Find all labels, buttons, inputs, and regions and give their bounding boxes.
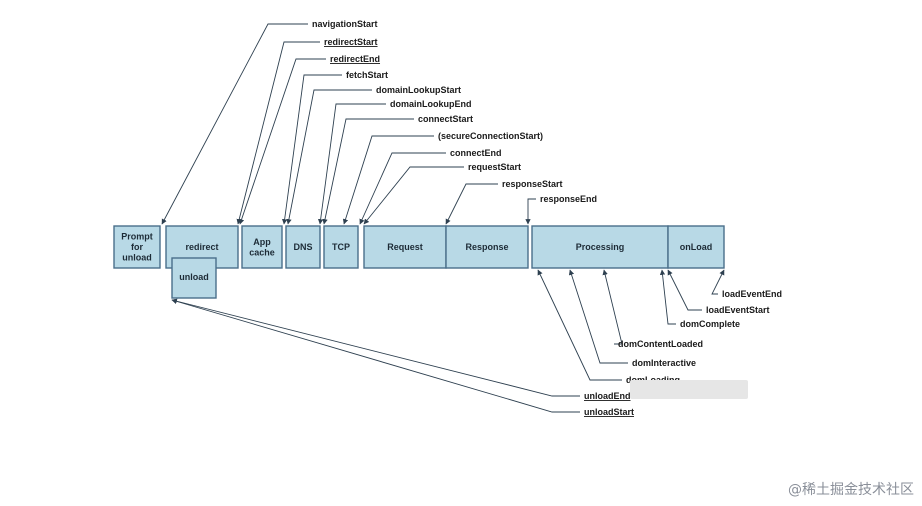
arrow-top_events-6 — [322, 118, 414, 225]
event-label: unloadEnd — [584, 391, 631, 401]
box-request-shape — [363, 225, 447, 269]
event-label: loadEventStart — [706, 305, 770, 315]
box-processing-label: Processing — [576, 242, 625, 252]
arrow-bottom_events-2 — [659, 269, 676, 325]
arrow-bottom_events-7 — [171, 298, 580, 413]
arrow-top_events-10 — [445, 183, 498, 225]
arrow-top_events-3 — [281, 74, 342, 225]
box-prompt-for-unload-shape — [113, 225, 161, 269]
arrow-bottom_events-5 — [537, 269, 622, 381]
arrow-top_events-2 — [239, 58, 326, 225]
arrow-top_events-11 — [525, 198, 536, 225]
box-dns: DNS — [285, 225, 321, 269]
event-label: domContentLoaded — [618, 339, 703, 349]
arrow-top_events-1 — [236, 41, 320, 225]
box-prompt-for-unload-label: unload — [122, 253, 152, 263]
box-prompt-for-unload-label: for — [131, 242, 143, 252]
event-label: domainLookupStart — [376, 85, 461, 95]
box-dns-shape — [285, 225, 321, 269]
box-unload-shape — [171, 257, 217, 299]
event-labels: navigationStart redirectStart redirectEnd f… — [312, 19, 782, 417]
event-label: connectEnd — [450, 148, 502, 158]
event-label: navigationStart — [312, 19, 378, 29]
event-label: (secureConnectionStart) — [438, 131, 543, 141]
box-onload-shape — [667, 225, 725, 269]
box-response: Response — [445, 225, 529, 269]
blurred-region — [630, 380, 748, 399]
event-label: unloadStart — [584, 407, 634, 417]
box-app-cache-label: cache — [249, 247, 275, 257]
arrow-bottom_events-4 — [568, 269, 628, 364]
box-unload-label: unload — [179, 272, 209, 282]
box-tcp-label: TCP — [332, 242, 350, 252]
box-processing-shape — [531, 225, 669, 269]
box-app-cache-shape — [241, 225, 283, 269]
arrow-bottom_events-3 — [602, 269, 623, 345]
event-label: responseEnd — [540, 194, 597, 204]
box-tcp: TCP — [323, 225, 359, 269]
event-label: loadEventEnd — [722, 289, 782, 299]
box-prompt-for-unload-label: Prompt — [121, 232, 153, 242]
box-tcp-shape — [323, 225, 359, 269]
box-onload-label: onLoad — [680, 242, 713, 252]
event-label: redirectStart — [324, 37, 378, 47]
arrow-top_events-0 — [161, 23, 308, 225]
box-unload: unload — [171, 257, 217, 299]
box-dns-label: DNS — [293, 242, 312, 252]
event-label: requestStart — [468, 162, 521, 172]
arrow-top_events-4 — [286, 89, 372, 225]
arrow-bottom_events-1 — [667, 269, 702, 311]
box-request: Request — [363, 225, 447, 269]
arrow-bottom_events-0 — [711, 269, 725, 295]
box-response-shape — [445, 225, 529, 269]
event-label: domComplete — [680, 319, 740, 329]
event-label: domainLookupEnd — [390, 99, 472, 109]
watermark: @稀土掘金技术社区 — [788, 482, 914, 498]
arrow-top_events-8 — [359, 152, 446, 225]
arrows-layer — [161, 23, 725, 413]
arrow-top_events-5 — [317, 103, 386, 225]
box-processing: Processing — [531, 225, 669, 269]
event-label: redirectEnd — [330, 54, 380, 64]
phase-boxes: PromptforunloadredirectunloadAppcacheDNS… — [113, 225, 725, 299]
event-label: fetchStart — [346, 70, 388, 80]
arrow-bottom_events-6 — [171, 298, 580, 397]
box-app-cache-label: App — [253, 237, 271, 247]
arrow-top_events-9 — [363, 166, 464, 225]
box-onload: onLoad — [667, 225, 725, 269]
arrow-top_events-7 — [342, 135, 434, 225]
event-label: domInteractive — [632, 358, 696, 368]
box-request-label: Request — [387, 242, 423, 252]
box-redirect-label: redirect — [185, 242, 218, 252]
box-response-label: Response — [465, 242, 508, 252]
event-label: connectStart — [418, 114, 473, 124]
event-label: responseStart — [502, 179, 563, 189]
